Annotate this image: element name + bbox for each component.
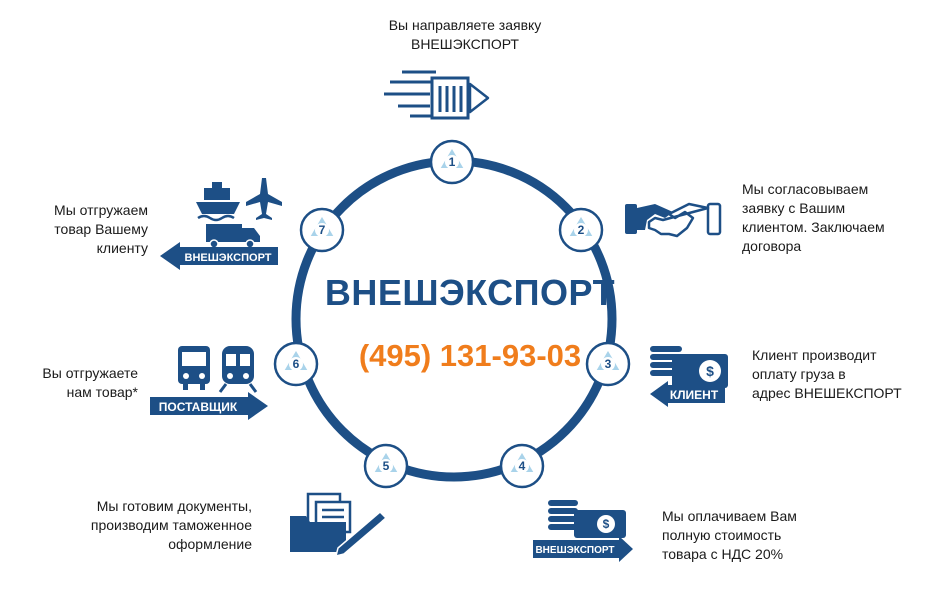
svg-text:$: $ [706, 363, 714, 379]
bus-train-icon [178, 346, 258, 393]
documents-pen-icon [290, 492, 388, 558]
node-4: 4 [499, 443, 545, 489]
node-5-number: 5 [383, 459, 390, 473]
step-2-caption: Мы согласовываем заявку с Вашим клиентом… [742, 181, 885, 254]
step-4-caption: Мы оплачиваем Вам полную стоимость товар… [662, 508, 797, 562]
money-icon-step4: $ [548, 500, 626, 538]
svg-text:$: $ [603, 517, 610, 531]
supplier-arrow: ПОСТАВЩИК [150, 392, 268, 420]
handshake-icon [625, 202, 722, 238]
node-1-number: 1 [449, 155, 456, 169]
node-7-number: 7 [319, 223, 326, 237]
node-3: 3 [585, 341, 631, 387]
node-2-number: 2 [578, 223, 585, 237]
node-6-number: 6 [293, 357, 300, 371]
step-5-caption: Мы готовим документы, производим таможен… [90, 498, 252, 552]
step4-arrow-label: ВНЕШЭКСПОРТ [535, 545, 614, 556]
node-4-number: 4 [519, 459, 526, 473]
client-arrow: КЛИЕНТ [650, 381, 725, 407]
client-arrow-label: КЛИЕНТ [670, 388, 719, 402]
money-icon-step3: $ [650, 346, 728, 388]
ship-plane-truck-icon [196, 178, 282, 249]
vneshexport-arrow-step7: ВНЕШЭКСПОРТ [160, 242, 278, 270]
step7-arrow-label: ВНЕШЭКСПОРТ [185, 252, 272, 264]
node-7: 7 [299, 207, 345, 253]
step-7-caption: Мы отгружаем товар Вашему клиенту [54, 202, 148, 256]
vneshexport-arrow-step4: ВНЕШЭКСПОРТ [533, 536, 633, 562]
process-ring [291, 156, 617, 482]
step-6-caption: Вы отгружаете нам товар* [42, 365, 138, 400]
node-1: 1 [429, 139, 475, 185]
node-2: 2 [558, 207, 604, 253]
node-3-number: 3 [605, 357, 612, 371]
node-5: 5 [363, 443, 409, 489]
company-title: ВНЕШЭКСПОРТ [324, 272, 616, 313]
supplier-arrow-label: ПОСТАВЩИК [159, 400, 238, 414]
phone-number[interactable]: (495) 131-93-03 [358, 338, 582, 373]
step-1-caption: Вы направляете заявку ВНЕШЭКСПОРТ [388, 17, 542, 52]
step-3-caption: Клиент производит оплату груза в адрес В… [752, 347, 902, 401]
document-send-icon [384, 70, 490, 120]
node-6: 6 [273, 341, 319, 387]
